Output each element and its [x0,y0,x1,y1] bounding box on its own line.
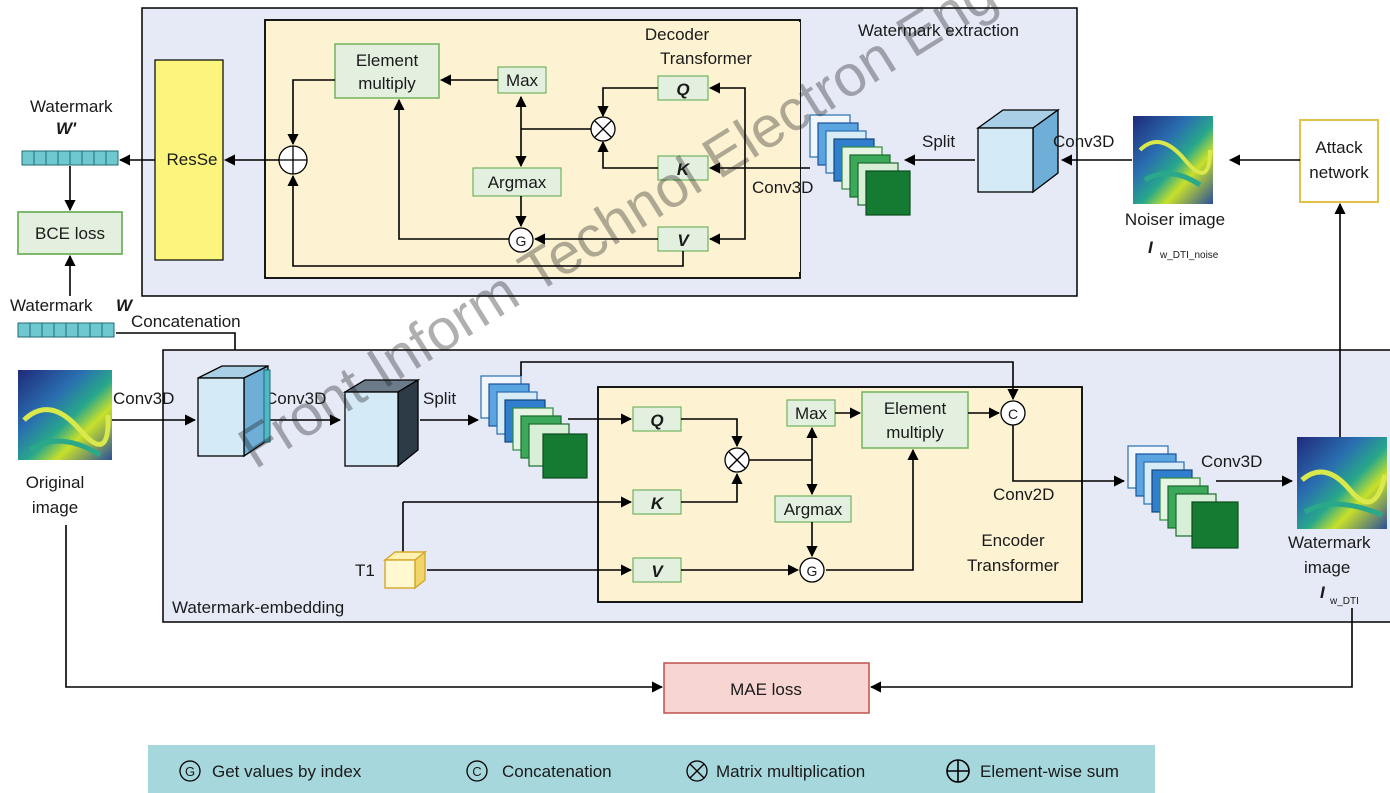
embedding-cube-2 [342,378,421,468]
watermark-image [1297,437,1388,529]
decoder-title-1: Decoder [645,25,710,44]
svg-text:C: C [1008,406,1018,422]
extraction-conv-cube [975,108,1061,194]
decoder-conv3d-label: Conv3D [752,178,813,197]
encoder-k-label: K [651,494,665,513]
decoder-element-multiply [334,43,440,99]
attack-line2: network [1309,163,1369,182]
extraction-split-label: Split [922,132,955,151]
decoder-element-line2: multiply [358,74,416,93]
encoder-argmax-label: Argmax [784,500,843,519]
resse-label: ResSe [166,150,217,169]
concatenation-label: Concatenation [131,312,241,331]
decoder-g-symbol: G [508,227,534,253]
embedding-conv3d-b: Conv3D [265,389,326,408]
decoder-max-label: Max [506,71,539,90]
wm-image-line2: image [1304,558,1350,577]
noiser-var: I [1148,238,1154,257]
encoder-element-multiply [861,391,969,449]
encoder-argmax [774,495,852,523]
mae-loss-label: MAE loss [730,680,802,699]
embedding-conv3d-a: Conv3D [113,389,174,408]
decoder-title-2: Transformer [660,49,752,68]
legend-bar [148,745,1155,793]
encoder-q [632,406,682,432]
encoder-max-label: Max [795,404,828,423]
encoder-title-2: Transformer [967,556,1059,575]
original-image [18,370,112,460]
wprime-var: W' [56,119,77,138]
orig-to-mae-arrow [65,525,664,693]
decoder-arrows [223,74,810,267]
legend-matmul-text: Matrix multiplication [716,762,865,781]
conv2d-label: Conv2D [993,485,1054,504]
decoder-max [497,66,547,94]
decoder-matmul-symbol [590,116,616,142]
original-line2: image [32,498,78,517]
legend-c-item: C Concatenation [466,760,612,782]
mae-loss-box [663,662,870,714]
decoder-element-line1: Element [356,51,419,70]
extraction-conv3d-label: Conv3D [1053,132,1114,151]
legend-sum-text: Element-wise sum [980,762,1119,781]
embedding-feature-stack [480,375,588,479]
w-var: W [116,296,134,315]
encoder-arrows [402,361,1126,576]
decoder-k-label: K [677,160,691,179]
bce-loss-label: BCE loss [35,224,105,243]
encoder-v-label: V [651,562,664,581]
noiser-image [1133,116,1213,204]
watermark-w-bar [17,322,115,338]
encoder-matmul-symbol [724,447,750,473]
decoder-q [657,75,709,101]
wm-image-var: I [1320,583,1326,602]
resse-block [154,59,224,261]
concat-slab [263,369,271,443]
original-line1: Original [26,473,85,492]
output-conv3d-label: Conv3D [1201,452,1262,471]
decoder-q-label: Q [676,80,689,99]
legend-c-text: Concatenation [502,762,612,781]
t1-label: T1 [355,561,375,580]
watermark-wprime-bar [21,150,119,166]
encoder-k [632,489,682,515]
svg-text:G: G [807,563,818,579]
noiser-sub: w_DTI_noise [1159,250,1219,261]
decoder-sum-symbol [278,145,308,175]
extraction-title: Watermark extraction [858,21,1019,40]
decoder-argmax-label: Argmax [488,173,547,192]
embedding-title: Watermark-embedding [172,598,344,617]
legend-sum-item: Element-wise sum [946,759,1119,783]
decoder-feature-stack [809,114,911,216]
noiser-label: Noiser image [1125,210,1225,229]
encoder-c-symbol: C [1000,400,1026,426]
wprime-watermark-label: Watermark [30,97,113,116]
embedding-split: Split [423,389,456,408]
wm-image-line1: Watermark [1288,533,1371,552]
bce-loss-box [17,211,123,255]
w-watermark-label: Watermark [10,296,93,315]
encoder-title-1: Encoder [981,531,1045,550]
legend-g-text: Get values by index [212,762,362,781]
attack-line1: Attack [1315,138,1363,157]
decoder-argmax [472,167,562,197]
encoder-q-label: Q [650,411,663,430]
t1-cube [383,550,427,590]
encoder-element-line1: Element [884,399,947,418]
decoder-v-label: V [677,231,690,250]
encoder-element-line2: multiply [886,423,944,442]
encoder-g-symbol: G [799,557,825,583]
svg-text:G: G [185,764,195,779]
legend-g-item: G Get values by index [179,760,362,782]
attack-network [1299,119,1379,203]
decoder-k [657,155,709,181]
svg-text:G: G [516,233,527,249]
wm-to-mae-arrow [869,608,1353,693]
svg-text:C: C [472,764,481,779]
output-feature-stack [1127,445,1239,549]
legend-matmul-item: Matrix multiplication [686,760,865,782]
wm-image-sub: w_DTI [1329,596,1359,607]
